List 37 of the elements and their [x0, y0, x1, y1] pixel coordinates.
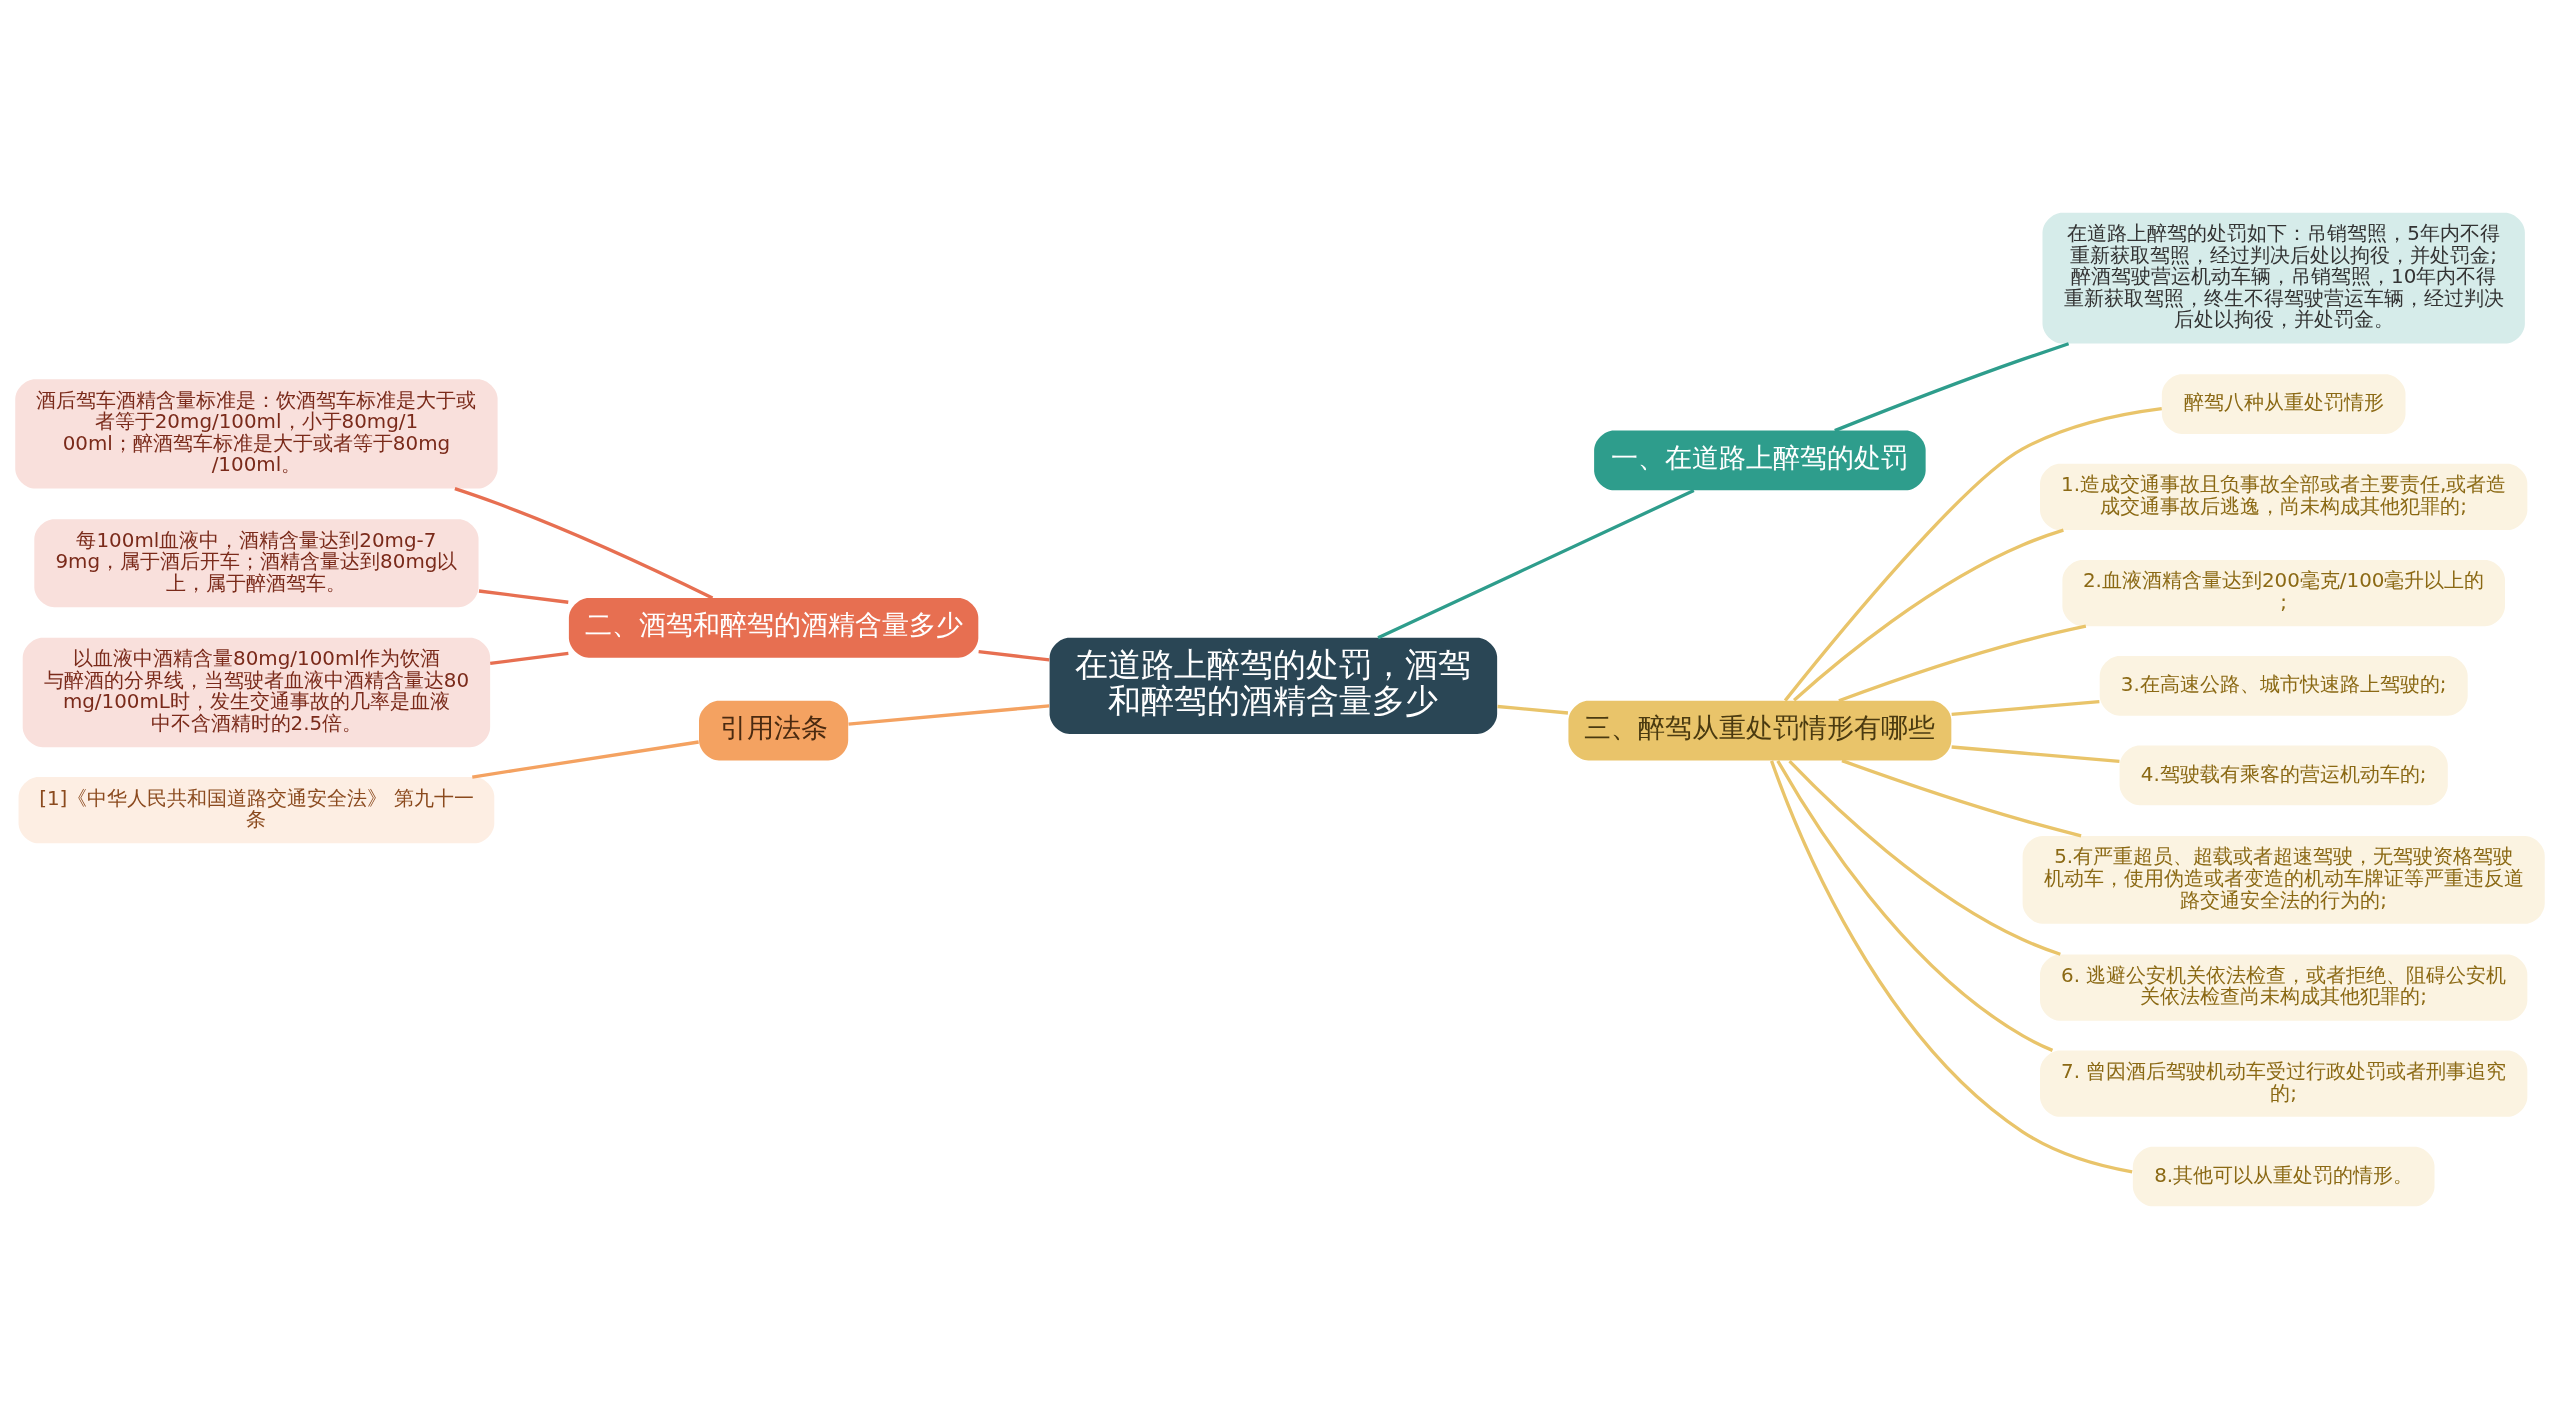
node-box: 8.其他可以从重处罚的情形。 — [2132, 1146, 2435, 1207]
connector — [1770, 760, 2133, 1174]
connector — [1951, 699, 2100, 716]
node-box: 5.有严重超员、超载或者超速驾驶，无驾驶资格驾驶机动车，使用伪造或者变造的机动车牌证等严重违反道路交通安全法的行为的; — [2022, 835, 2545, 924]
connector — [1788, 759, 2061, 956]
connector — [1838, 624, 2087, 703]
connector — [1834, 342, 2070, 433]
connector — [490, 651, 569, 665]
node-box: 三、醉驾从重处罚情形有哪些 — [1568, 700, 1952, 761]
node-box: 6. 逃避公安机关依法检查，或者拒绝、阻碍公安机关依法检查尚未构成其他犯罪的; — [2040, 954, 2528, 1021]
connector — [454, 487, 714, 600]
node-box: 4.驾驶载有乘客的营运机动车的; — [2119, 745, 2448, 806]
connector — [472, 740, 699, 779]
node-box: 2.血液酒精含量达到200毫克/100毫升以上的; — [2062, 559, 2505, 627]
node-box: 3.在高速公路、城市快速路上驾驶的; — [2099, 656, 2468, 716]
node-box: 在道路上醉驾的处罚，酒驾和醉驾的酒精含量多少 — [1049, 637, 1498, 734]
connector — [848, 704, 1050, 726]
connector — [478, 589, 569, 604]
connector — [1793, 528, 2064, 702]
node-box: 在道路上醉驾的处罚如下：吊销驾照，5年内不得重新获取驾照，经过判决后处以拘役，并处罚金;醉酒驾驶营运机动车辆，吊销驾照，10年内不得重新获取驾照，终生不得驾驶营运车辆，经过判决后处以拘役，并处罚金。 — [2042, 212, 2525, 344]
connector — [1951, 745, 2120, 764]
node-box: 醉驾八种从重处罚情形 — [2161, 374, 2406, 434]
node-box: 7. 曾因酒后驾驶机动车受过行政处罚或者刑事追究的; — [2040, 1050, 2528, 1117]
connector — [1841, 759, 2082, 838]
connector — [1776, 760, 2054, 1052]
node-box: 引用法条 — [699, 700, 849, 761]
connector — [1377, 489, 1695, 640]
connector — [1783, 406, 2162, 702]
node-box: 以血液中酒精含量80mg/100ml作为饮酒与醉酒的分界线，当驾驶者血液中酒精含量达80mg/100mL时，发生交通事故的几率是血液中不含酒精时的2.5倍。 — [22, 637, 491, 748]
node-box: [1]《中华人民共和国道路交通安全法》 第九十一条 — [18, 777, 495, 844]
connector — [1497, 704, 1569, 715]
node-box: 二、酒驾和醉驾的酒精含量多少 — [568, 598, 979, 658]
node-box: 一、在道路上醉驾的处罚 — [1594, 430, 1926, 491]
node-box: 每100ml血液中，酒精含量达到20mg-79mg，属于酒后开车；酒精含量达到80mg以上，属于醉酒驾车。 — [34, 519, 479, 608]
node-box: 酒后驾车酒精含量标准是：饮酒驾车标准是大于或者等于20mg/100ml，小于80mg/100ml；醉酒驾车标准是大于或者等于80mg/100ml。 — [15, 379, 498, 489]
node-box: 1.造成交通事故且负事故全部或者主要责任,或者造成交通事故后逃逸，尚未构成其他犯罪的; — [2040, 463, 2528, 531]
connector — [978, 650, 1050, 662]
